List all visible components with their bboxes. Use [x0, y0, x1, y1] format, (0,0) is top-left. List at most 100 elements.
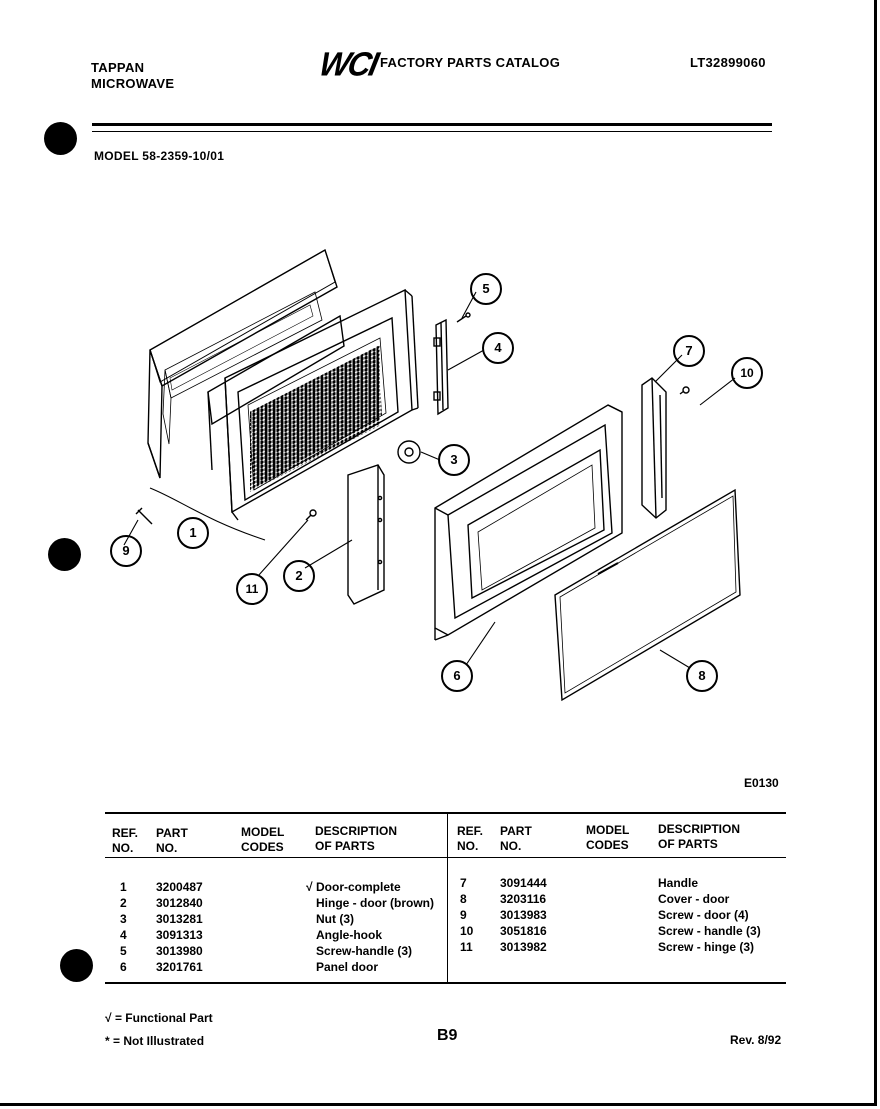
- functional-mark: √: [306, 880, 313, 894]
- header-rule-thin: [92, 131, 772, 132]
- functional-symbol: √: [105, 1011, 112, 1025]
- legend-not-illustrated: * = Not Illustrated: [105, 1034, 204, 1048]
- header-rule-thick: [92, 123, 772, 126]
- not-illustrated-symbol: *: [105, 1034, 110, 1048]
- parts-table-right: 7 3091444 Handle 8 3203116 Cover - door …: [460, 876, 761, 956]
- callout-6: 6: [441, 660, 473, 692]
- brand-line-2: MICROWAVE: [91, 76, 175, 91]
- functional-mark: [306, 960, 316, 976]
- functional-mark: [306, 896, 316, 912]
- header-ref-left: REF.NO.: [112, 826, 139, 855]
- table-bottom-rule: [105, 982, 786, 984]
- part-cell: 3203116: [500, 892, 547, 906]
- ref-cell: 11: [460, 940, 473, 954]
- part-cell: 3013982: [500, 940, 547, 954]
- functional-mark: [306, 912, 316, 928]
- callout-8: 8: [686, 660, 718, 692]
- table-top-rule: [105, 812, 786, 814]
- ref-cell: 8: [460, 892, 467, 906]
- binder-hole-bottom: [60, 949, 93, 982]
- angle-hook-part: [433, 318, 449, 416]
- nut-part: [397, 440, 421, 464]
- brand-block: TAPPAN MICROWAVE: [91, 60, 174, 92]
- ref-cell: 2: [120, 896, 127, 910]
- exploded-parts-diagram: [123, 248, 741, 702]
- header-ref-right: REF.NO.: [457, 824, 484, 853]
- callout-4: 4: [482, 332, 514, 364]
- desc-cell: Cover - door: [658, 892, 730, 906]
- ref-cell: 10: [460, 924, 474, 938]
- door-frame-back: [147, 248, 338, 479]
- ref-cell: 7: [460, 876, 467, 890]
- table-row: 5 3013980 Screw-handle (3): [120, 944, 434, 960]
- door-hinge-part: [347, 464, 385, 605]
- ref-cell: 5: [120, 944, 127, 958]
- cover-door-part: [554, 488, 741, 702]
- panel-door-part: [434, 404, 623, 641]
- desc-cell: Panel door: [316, 960, 379, 974]
- callout-2: 2: [283, 560, 315, 592]
- table-row: 7 3091444 Handle: [460, 876, 761, 892]
- part-cell: 3091313: [156, 928, 203, 942]
- functional-text: = Functional Part: [114, 1011, 213, 1025]
- desc-cell: Door-complete: [316, 880, 401, 894]
- brand-line-1: TAPPAN: [91, 60, 145, 75]
- ref-cell: 9: [460, 908, 467, 922]
- desc-cell: Angle-hook: [316, 928, 382, 942]
- callout-5: 5: [470, 273, 502, 305]
- callout-9: 9: [110, 535, 142, 567]
- not-illustrated-text: = Not Illustrated: [113, 1034, 205, 1048]
- functional-mark: [306, 928, 316, 944]
- model-number: MODEL 58-2359-10/01: [94, 149, 225, 163]
- catalog-number: LT32899060: [690, 55, 766, 70]
- table-row: 1 3200487 √ Door-complete: [120, 880, 434, 896]
- part-cell: 3051816: [500, 924, 547, 938]
- functional-mark: [306, 944, 316, 960]
- desc-cell: Hinge - door (brown): [316, 896, 434, 910]
- part-cell: 3013281: [156, 912, 203, 926]
- part-cell: 3013980: [156, 944, 203, 958]
- part-cell: 3200487: [156, 880, 203, 894]
- desc-cell: Nut (3): [316, 912, 354, 926]
- desc-cell: Screw - handle (3): [658, 924, 761, 938]
- part-cell: 3013983: [500, 908, 547, 922]
- screw-handle-part: [456, 312, 471, 323]
- legend-functional: √ = Functional Part: [105, 1011, 213, 1025]
- table-divider: [447, 814, 448, 982]
- table-row: 11 3013982 Screw - hinge (3): [460, 940, 761, 956]
- part-cell: 3091444: [500, 876, 547, 890]
- ref-cell: 6: [120, 960, 127, 974]
- perforated-mesh: [250, 346, 382, 486]
- ref-cell: 1: [120, 880, 127, 894]
- part-cell: 3012840: [156, 896, 203, 910]
- callout-10: 10: [731, 357, 763, 389]
- screw-door-part: [135, 507, 153, 525]
- table-row: 6 3201761 Panel door: [120, 960, 434, 976]
- screw-handle-small-part: [679, 386, 690, 395]
- figure-code: E0130: [744, 776, 779, 790]
- desc-cell: Handle: [658, 876, 699, 890]
- page-number: B9: [437, 1027, 458, 1044]
- table-row: 10 3051816 Screw - handle (3): [460, 924, 761, 940]
- wci-logo: WCI: [316, 45, 381, 83]
- callout-1: 1: [177, 517, 209, 549]
- desc-cell: Screw - door (4): [658, 908, 749, 922]
- screw-hinge-part: [305, 509, 317, 521]
- table-row: 3 3013281 Nut (3): [120, 912, 434, 928]
- inner-shield-panel: [207, 314, 345, 471]
- callout-leaders: [123, 291, 736, 669]
- binder-hole-top: [44, 122, 77, 155]
- revision-date: Rev. 8/92: [730, 1033, 782, 1047]
- ref-cell: 4: [120, 928, 127, 942]
- table-header-rule: [105, 857, 786, 858]
- binder-hole-middle: [48, 538, 81, 571]
- table-row: 8 3203116 Cover - door: [460, 892, 761, 908]
- callout-3: 3: [438, 444, 470, 476]
